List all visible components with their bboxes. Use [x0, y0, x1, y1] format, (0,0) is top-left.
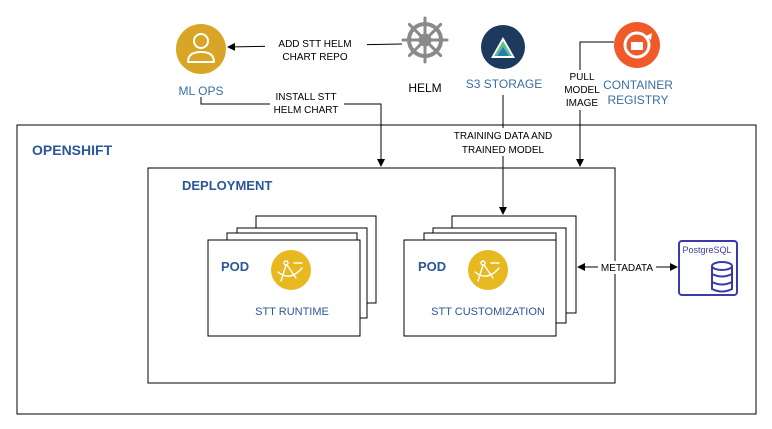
ml-ops-label: ML OPS — [179, 84, 224, 98]
edge-label: PULL — [569, 72, 594, 83]
edge-label: METADATA — [601, 263, 654, 274]
ml-ops-node: ML OPS — [176, 24, 226, 98]
helm-label: HELM — [408, 81, 441, 95]
s3-storage-label: S3 STORAGE — [466, 77, 542, 91]
database-icon — [711, 261, 733, 293]
edge-label: IMAGE — [566, 98, 599, 109]
postgresql-label: PostgreSQL — [682, 245, 731, 255]
pod-customization: POD STT CUSTOMIZATION — [403, 215, 577, 337]
deployment-label: DEPLOYMENT — [182, 178, 272, 193]
pod-name: STT RUNTIME — [255, 306, 329, 318]
pod-runtime: POD STT RUNTIME — [207, 215, 377, 337]
compass-icon — [468, 250, 508, 290]
edge-registry-to-deployment — [576, 41, 614, 167]
edge-label: MODEL — [564, 85, 600, 96]
container-registry-label-line1: CONTAINER — [603, 78, 673, 92]
edge-label: ADD STT HELM — [278, 39, 351, 50]
edge-label: TRAINING DATA AND — [454, 131, 553, 142]
container-registry-node: CONTAINER REGISTRY — [603, 22, 673, 107]
edge-label: TRAINED MODEL — [462, 145, 545, 156]
s3-storage-node: S3 STORAGE — [466, 25, 542, 91]
registry-icon — [614, 22, 660, 68]
edge-label: HELM CHART — [274, 105, 339, 116]
s3-bucket-icon — [481, 25, 525, 69]
pod-name: STT CUSTOMIZATION — [431, 306, 545, 318]
user-icon — [176, 24, 226, 74]
postgresql-node: PostgreSQL — [678, 240, 738, 296]
helm-node: HELM — [401, 16, 449, 95]
pod-tag: POD — [221, 259, 249, 274]
edge-label: INSTALL STT — [275, 92, 336, 103]
pod-tag: POD — [418, 259, 446, 274]
edge-label: CHART REPO — [282, 52, 347, 63]
openshift-label: OPENSHIFT — [32, 142, 113, 158]
container-registry-label-line2: REGISTRY — [607, 93, 668, 107]
helm-wheel-icon — [401, 16, 449, 64]
compass-icon — [271, 250, 311, 290]
